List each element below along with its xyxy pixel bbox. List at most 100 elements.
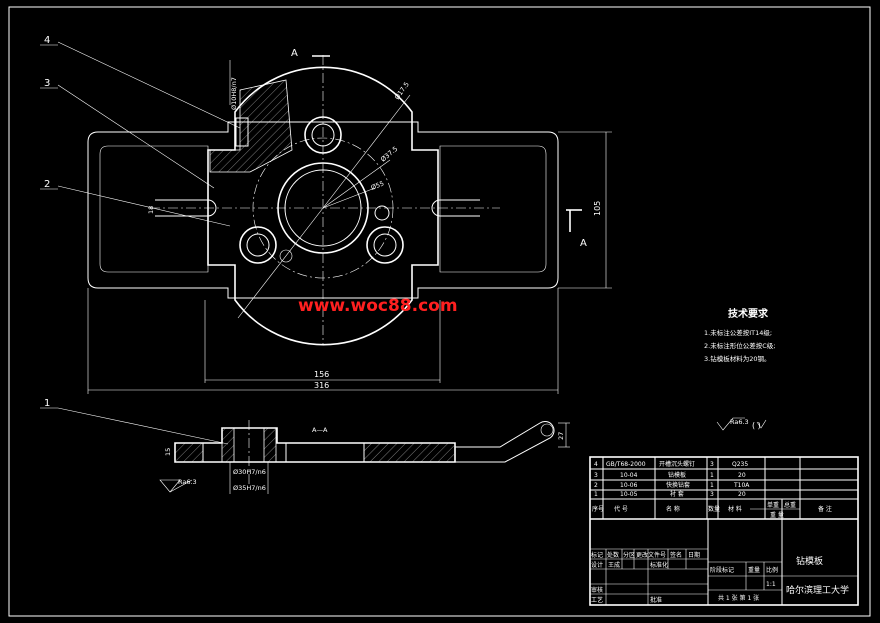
title-block: 4 GB/T68-2000 开槽沉头螺钉 3 Q235 3 10-04 钻模板 …: [589, 456, 859, 606]
tech-item-1: 1.未标注公差按IT14级;: [704, 328, 772, 337]
bom-row3-qty: 1: [710, 482, 714, 489]
dim-d55: Ø55: [370, 179, 385, 191]
section-a-top: A: [291, 48, 298, 59]
bom-row4-qty: 3: [710, 491, 714, 498]
tech-title: 技术要求: [728, 307, 769, 320]
bom-head-remarks: 备 注: [818, 505, 832, 513]
bom-row1-qty: 3: [710, 461, 714, 468]
part-label-4: 4: [44, 35, 50, 46]
bom-head-qty: 数量: [708, 505, 720, 513]
section-hatch-top: [209, 79, 293, 173]
tb-stage: 阶段标记: [710, 566, 734, 574]
screw-slot: [235, 117, 249, 147]
bom-row1-name: 开槽沉头螺钉: [659, 460, 695, 468]
dim-27: 27: [557, 432, 565, 440]
locating-pin-left: [155, 199, 217, 217]
tb-scale: 1:1: [766, 581, 776, 588]
bom-row1-no: 4: [594, 461, 598, 468]
plan-view: Ø17.5 Ø37.5 Ø55 Ø10H8/n7 A A 105 156 316…: [40, 35, 612, 394]
tb-process: 工艺: [591, 596, 603, 604]
pin-hole: [374, 205, 390, 221]
pitch-circle: [252, 137, 394, 279]
tb-design: 设计: [591, 561, 603, 569]
dim-156: 156: [314, 370, 329, 379]
tb-drawing-name: 钻模板: [796, 555, 823, 567]
roughness-right: Ra6.3: [730, 418, 749, 426]
bom-row3-mat: T10A: [733, 482, 750, 489]
tech-requirements: 技术要求 1.未标注公差按IT14级; 2.未标注形位公差按C级; 3.钻模板材…: [704, 307, 775, 431]
dim-d30: Ø30H7/n6: [233, 468, 266, 476]
drill-plate: [207, 66, 439, 346]
roughness-paren: ( ): [752, 421, 761, 430]
bom-head-code: 代 号: [614, 505, 628, 513]
bom-row4-code: 10-05: [620, 491, 638, 498]
bushing-top-inner: [311, 123, 335, 147]
roughness-left: Ra6.3: [178, 478, 197, 486]
part-label-3: 3: [44, 78, 50, 89]
small-hole-left: [279, 249, 293, 263]
dim-d35: Ø35H7/n6: [233, 484, 266, 492]
tb-school: 哈尔滨理工大学: [786, 584, 849, 596]
tb-approve: 批准: [650, 596, 662, 604]
tb-scale-label: 比例: [766, 566, 778, 574]
tb-zones: 处数: [607, 551, 619, 559]
dim-105: 105: [593, 201, 602, 216]
bom-head-no: 序号: [592, 505, 604, 513]
bushing-right-inner: [373, 233, 397, 257]
handle: [455, 421, 555, 463]
dim-d175: Ø17.5: [393, 81, 411, 102]
dim-15: 15: [164, 448, 172, 456]
tech-item-3: 3.钻模板材料为20钢。: [704, 354, 770, 363]
bom-row2-name: 钻模板: [668, 471, 686, 479]
tech-item-2: 2.未标注形位公差按C级;: [704, 341, 775, 350]
dim-316: 316: [314, 381, 329, 390]
bom-row4-mat: 20: [738, 491, 746, 498]
base-plate-inner: [99, 145, 209, 273]
tb-sign: 签名: [670, 551, 682, 559]
watermark: www.woc88.com: [298, 296, 458, 316]
bom-head-name: 名 称: [666, 505, 680, 513]
bom-row4-no: 1: [594, 491, 598, 498]
bom-row4-name: 衬 套: [670, 490, 684, 498]
section-view: A—A Ø30H7/n6 Ø35H7/n6 15 27 1 Ra6.3: [40, 398, 570, 494]
bom-row1-mat: Q235: [732, 461, 748, 468]
bom-row3-no: 2: [594, 482, 598, 489]
tb-weight: 重量: [748, 566, 760, 574]
tb-std: 标准化: [650, 561, 668, 569]
tb-check: 审核: [591, 586, 603, 594]
bushing-top: [304, 116, 342, 154]
bom-head-weight: 重 量: [770, 511, 784, 519]
bom-row2-no: 3: [594, 472, 598, 479]
dim-18: 18: [147, 206, 155, 214]
bom-row2-qty: 1: [710, 472, 714, 479]
drawing-frame: [8, 6, 871, 617]
base-plate-outline: [87, 121, 559, 299]
bom-head-mat: 材 料: [728, 505, 742, 513]
base-plate-inner-right: [439, 145, 547, 273]
bushing-left: [239, 226, 277, 264]
bom-row3-name: 快换钻套: [666, 481, 690, 489]
part-label-1: 1: [44, 398, 50, 409]
tb-date: 日期: [688, 551, 700, 559]
bom-row3-code: 10-06: [620, 482, 638, 489]
center-bore-outer: [277, 162, 369, 254]
bom-row2-code: 10-04: [620, 472, 638, 479]
bom-head-unit: 单重: [767, 501, 779, 509]
center-bore-inner: [284, 169, 362, 247]
tb-sheets: 共 1 张 第 1 张: [718, 594, 759, 602]
bom-row1-code: GB/T68-2000: [606, 461, 646, 468]
bushing-left-inner: [246, 233, 270, 257]
tb-change: 更改文件号: [636, 551, 666, 559]
bom-head-total: 总重: [784, 501, 796, 509]
bom-row2-mat: 20: [738, 472, 746, 479]
part-label-2: 2: [44, 179, 50, 190]
tb-zone: 分区: [623, 551, 635, 559]
section-a-right: A: [580, 238, 587, 249]
tb-designer: 王成: [608, 561, 620, 569]
section-a-a: A—A: [312, 426, 328, 434]
bushing-right: [366, 226, 404, 264]
locating-pin-right: [431, 199, 480, 217]
dim-d10: Ø10H8/n7: [230, 77, 238, 110]
tb-mark: 标记: [591, 551, 603, 559]
